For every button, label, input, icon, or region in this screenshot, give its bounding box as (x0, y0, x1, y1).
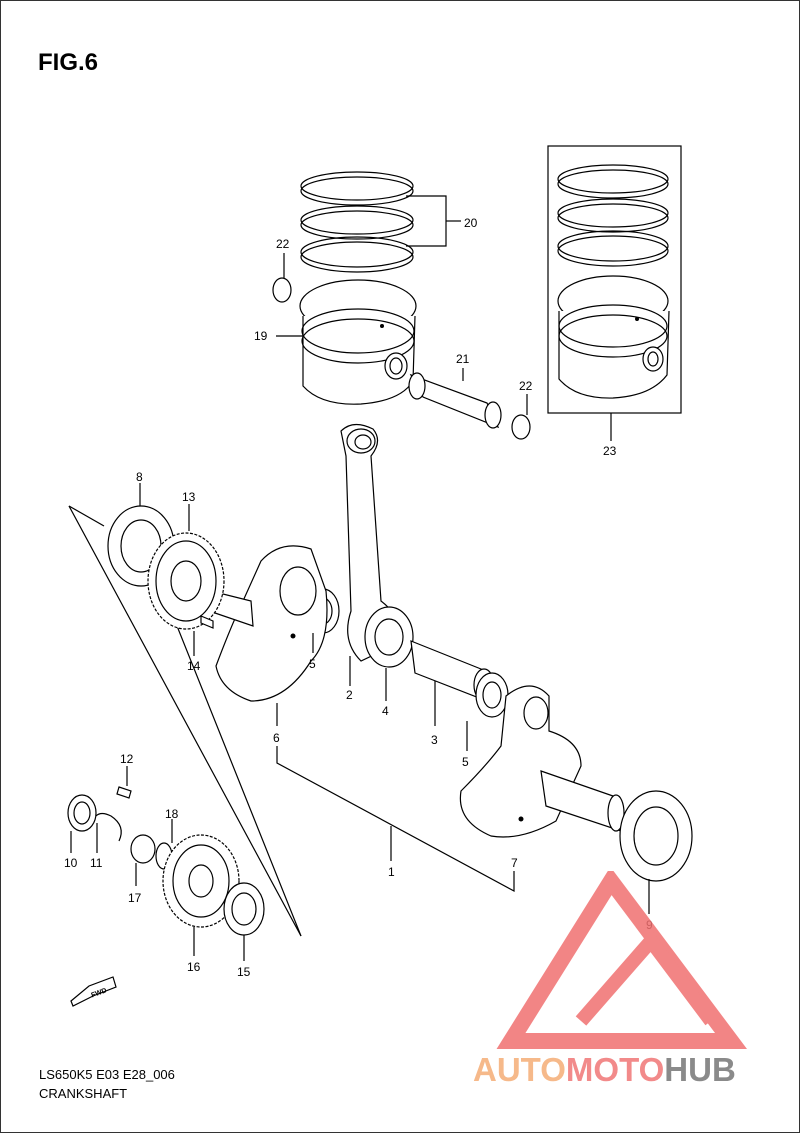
woodruff-key (200, 615, 214, 629)
main-bearing-right (619, 790, 693, 882)
label-part-20: 20 (464, 216, 478, 230)
forward-direction-icon (70, 976, 117, 1007)
starter-driven-gear (162, 834, 240, 928)
label-part-6: 6 (273, 731, 280, 745)
crankshaft-left (210, 545, 328, 702)
label-part-4: 4 (382, 704, 389, 718)
diagram-name: CRANKSHAFT (39, 1086, 128, 1101)
label-part-16: 16 (187, 960, 201, 974)
label-part-7: 7 (511, 856, 518, 870)
watermark-text: AUTOMOTOHUB (473, 1051, 736, 1088)
needle-bearing (364, 606, 414, 668)
piston-pin (408, 372, 502, 429)
label-part-3: 3 (431, 733, 438, 747)
label-part-15: 15 (237, 965, 251, 979)
piston-kit (557, 164, 670, 399)
label-part-12: 12 (120, 752, 134, 766)
label-part-13: 13 (182, 490, 196, 504)
primary-drive-gear (147, 532, 225, 630)
label-part-22b: 22 (519, 379, 533, 393)
label-part-5a: 5 (309, 657, 316, 671)
thrust-washer-right (475, 672, 509, 718)
label-part-5b: 5 (462, 755, 469, 769)
diagram-code: LS650K5 E03 E28_006 (39, 1067, 175, 1082)
circlip-left (272, 277, 292, 303)
label-part-11: 11 (90, 856, 103, 870)
label-part-21: 21 (456, 352, 470, 366)
connecting-rod (340, 423, 404, 662)
label-part-14: 14 (187, 659, 201, 673)
label-part-8: 8 (136, 470, 143, 484)
watermark-logo (496, 871, 747, 1049)
label-part-2: 2 (346, 688, 353, 702)
crankshaft-right (459, 685, 625, 838)
starter-gear-bearing (223, 882, 265, 936)
label-part-10: 10 (64, 856, 78, 870)
starter-gear-parts (67, 786, 173, 870)
piston-rings (300, 171, 461, 273)
label-part-17: 17 (128, 891, 142, 905)
assembly-outline (68, 505, 302, 937)
piston-kit-bracket (547, 145, 682, 414)
leader-lines (70, 253, 650, 961)
circlip-right (511, 414, 531, 440)
figure-title: FIG.6 (38, 49, 99, 76)
label-part-19: 19 (254, 329, 268, 343)
label-part-23: 23 (603, 444, 617, 458)
label-part-18: 18 (165, 807, 179, 821)
label-part-22a: 22 (276, 237, 290, 251)
label-part-1: 1 (388, 865, 395, 879)
piston (299, 279, 417, 405)
